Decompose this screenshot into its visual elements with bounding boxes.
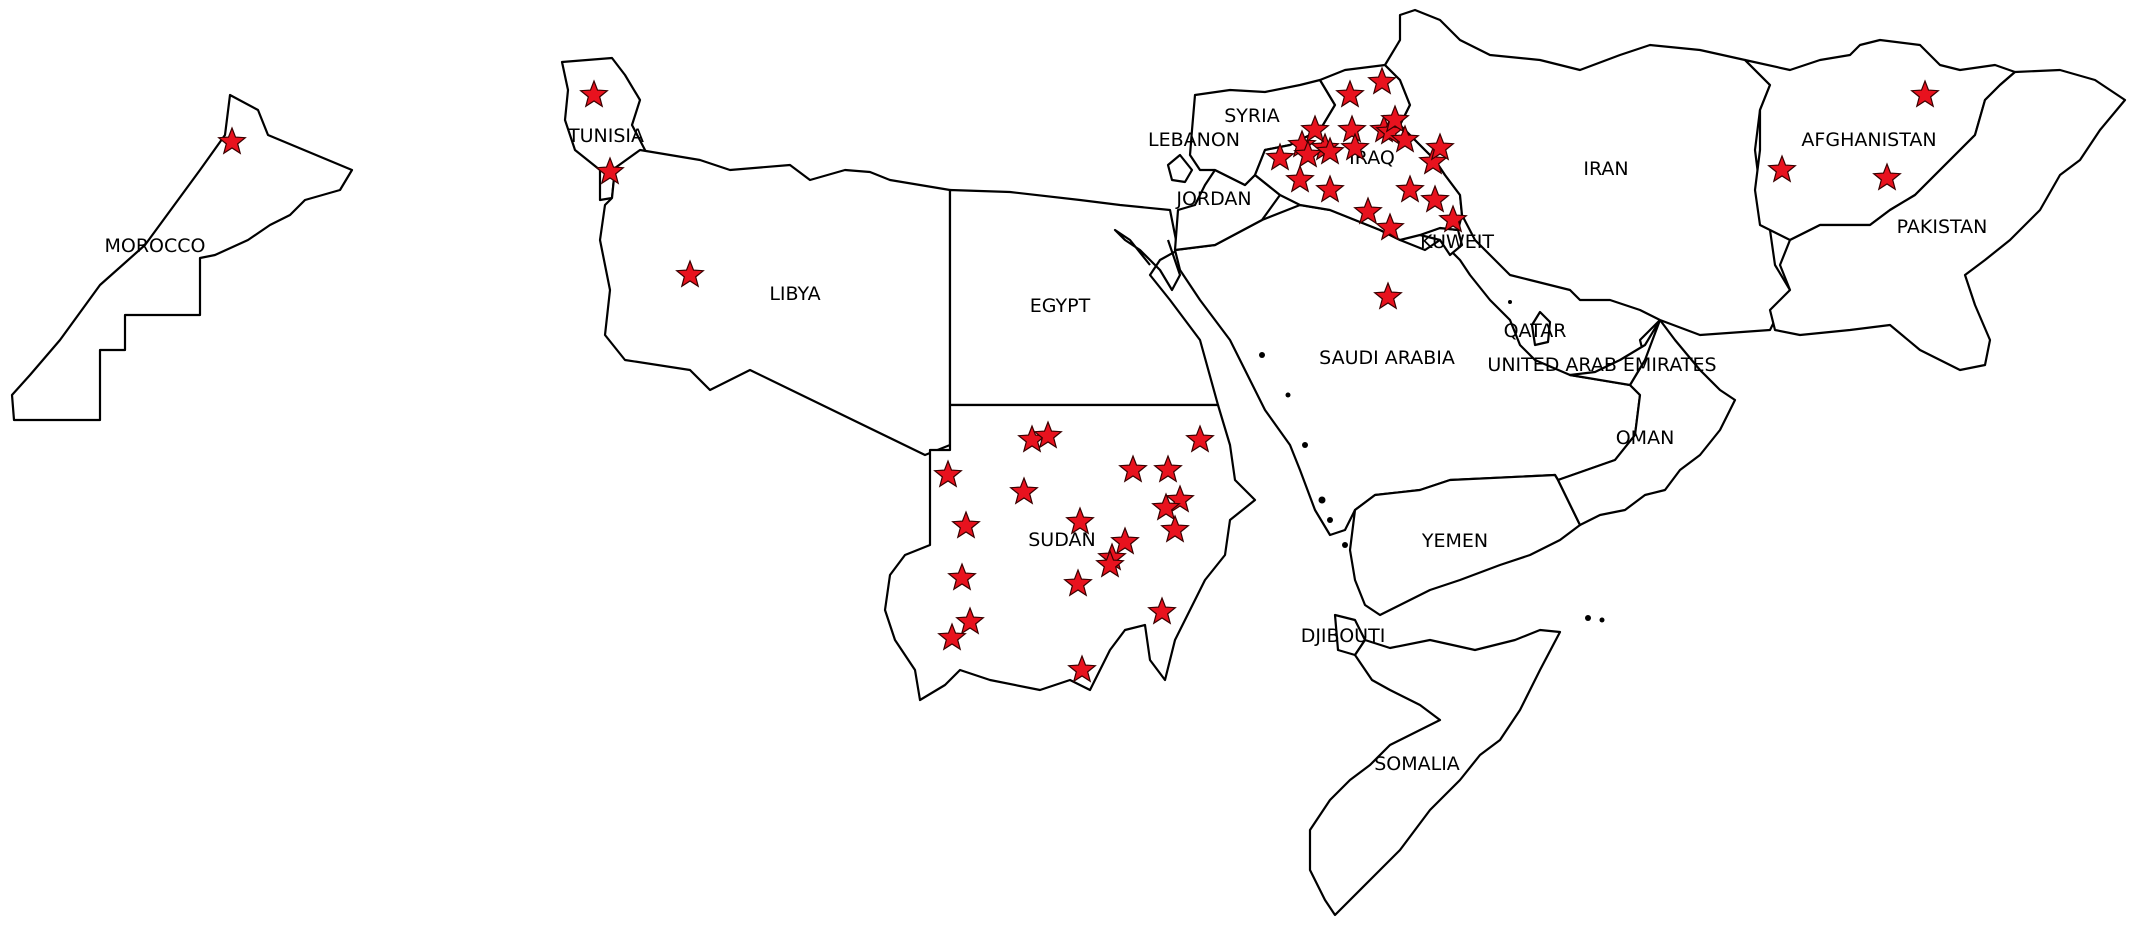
star-marker-iraq	[1353, 196, 1383, 225]
star-marker-tunisia	[579, 79, 609, 108]
country-label-djibouti: DJIBOUTI	[1301, 625, 1386, 647]
star-marker-sudan	[955, 606, 985, 635]
qatar-shape	[1530, 310, 1552, 347]
star-marker-sudan	[1153, 454, 1183, 483]
star-marker-iraq	[1418, 146, 1448, 175]
red-sea-islets	[1259, 300, 1605, 623]
star-marker-sudan	[1151, 492, 1181, 521]
star-marker-tunisia	[595, 156, 625, 185]
star-marker-morocco	[217, 126, 247, 155]
star-marker-iraq	[1425, 132, 1455, 161]
star-marker-sudan	[1147, 596, 1177, 625]
country-label-united-arab-emirates: UNITED ARAB EMIRATES	[1487, 354, 1716, 376]
star-marker-afghanistan	[1872, 162, 1902, 191]
star-marker-iraq	[1367, 66, 1397, 95]
country-label-yemen: YEMEN	[1421, 530, 1488, 552]
country-label-syria: SYRIA	[1224, 105, 1279, 127]
star-marker-iraq	[1395, 174, 1425, 203]
star-marker-sudan	[1118, 454, 1148, 483]
star-marker-iraq	[1293, 139, 1323, 168]
lebanon-shape	[1166, 153, 1194, 184]
country-label-lebanon: LEBANON	[1148, 129, 1240, 151]
star-marker-iraq	[1315, 174, 1345, 203]
country-label-libya: LIBYA	[769, 283, 820, 305]
star-marker-iraq	[1340, 132, 1370, 161]
yemen-shape	[1348, 473, 1582, 617]
country-label-saudi-arabia: SAUDI ARABIA	[1319, 347, 1455, 369]
country-label-pakistan: PAKISTAN	[1897, 216, 1988, 238]
country-label-morocco: MOROCCO	[105, 235, 206, 257]
star-marker-afghanistan	[1767, 154, 1797, 183]
oman-shape	[1556, 318, 1737, 527]
country-label-iran: IRAN	[1583, 158, 1628, 180]
star-marker-sudan	[1110, 526, 1140, 555]
star-marker-sudan	[947, 562, 977, 591]
sinai-coastline	[1113, 228, 1182, 292]
star-marker-iraq	[1390, 124, 1420, 153]
star-marker-iraq	[1300, 114, 1330, 143]
morocco-shape	[10, 93, 354, 422]
star-marker-iraq	[1265, 142, 1295, 171]
country-label-egypt: EGYPT	[1030, 295, 1091, 317]
star-marker-sudan	[1063, 568, 1093, 597]
star-marker-sudan	[1095, 549, 1125, 578]
country-label-qatar: QATAR	[1504, 320, 1567, 342]
uae-shape	[1568, 318, 1662, 387]
star-marker-sudan	[933, 459, 963, 488]
star-marker-sudan	[1009, 476, 1039, 505]
country-label-somalia: SOMALIA	[1374, 753, 1460, 775]
star-marker-saudi-arabia	[1373, 281, 1403, 310]
pakistan-shape	[1768, 68, 2127, 372]
country-label-tunisia: TUNISIA	[567, 125, 644, 147]
country-label-jordan: JORDAN	[1175, 188, 1251, 210]
star-marker-sudan	[937, 622, 967, 651]
star-marker-iraq	[1380, 104, 1410, 133]
star-marker-libya	[675, 259, 705, 288]
star-marker-sudan	[1065, 506, 1095, 535]
star-marker-iraq	[1438, 204, 1468, 233]
star-marker-sudan	[1160, 514, 1190, 543]
star-marker-sudan	[1033, 420, 1063, 449]
country-label-sudan: SUDAN	[1028, 529, 1095, 551]
star-marker-sudan	[1067, 654, 1097, 683]
star-marker-iraq	[1285, 164, 1315, 193]
star-marker-iraq	[1337, 114, 1367, 143]
star-marker-iraq	[1420, 184, 1450, 213]
country-label-afghanistan: AFGHANISTAN	[1801, 129, 1936, 151]
country-label-kuweit: KUWEIT	[1420, 231, 1494, 253]
star-marker-sudan	[951, 510, 981, 539]
star-marker-iraq	[1315, 136, 1345, 165]
libya-shape	[598, 148, 952, 457]
star-marker-sudan	[1185, 424, 1215, 453]
star-marker-iraq	[1335, 79, 1365, 108]
country-labels: MOROCCO TUNISIA LIBYA EGYPT SUDAN SYRIALEBANO…	[105, 105, 1988, 775]
sudan-shape	[883, 403, 1257, 702]
country-label-oman: OMAN	[1616, 427, 1675, 449]
star-markers	[217, 66, 1940, 683]
star-marker-sudan	[1165, 484, 1195, 513]
star-marker-iraq	[1375, 212, 1405, 241]
somalia-shape	[1308, 628, 1562, 917]
star-marker-afghanistan	[1910, 79, 1940, 108]
